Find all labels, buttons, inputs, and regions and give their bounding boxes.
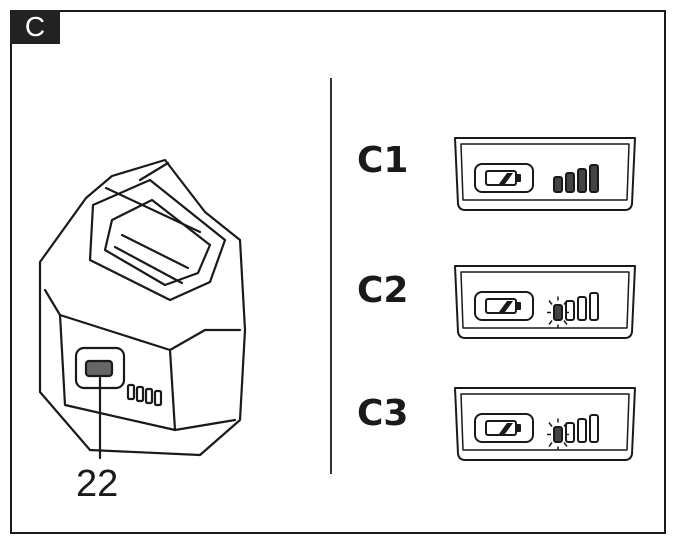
bar-c1-3 [577,168,587,193]
blink-ray-c3-1-0 [548,422,553,427]
panel-inner-c1 [460,143,630,201]
bar-c3-3 [577,418,587,443]
bar-c1-4 [589,164,599,193]
row-label-c3: C3 [357,393,409,434]
panel-c3 [454,387,636,461]
battery-button-c2 [474,291,534,321]
device-top-housing [88,178,227,302]
bar-c3-1 [553,426,563,443]
row-label-c2: C2 [357,270,409,311]
row-label-c1: C1 [357,140,409,181]
panel-c2 [454,265,636,339]
blink-ray-c2-1-0 [548,300,553,305]
device-body [38,158,247,457]
blink-ray-c3-1-2 [548,442,553,447]
bar-c1-2 [565,172,575,193]
figure-frame [10,10,666,534]
figure-badge: C [10,10,60,44]
bar-c3-2 [565,422,575,443]
bar-c2-1 [553,304,563,321]
callout-number-22: 22 [76,463,119,505]
battery-button-c3 [474,413,534,443]
divider-line [330,78,332,474]
blink-ray-c2-1-5 [563,320,568,325]
bar-c2-2 [565,300,575,321]
panel-c1 [454,137,636,211]
blink-ray-c3-1-5 [563,442,568,447]
battery-button-c1 [474,163,534,193]
panel-inner-c2 [460,271,630,329]
bar-c2-3 [577,296,587,321]
bar-c2-4 [589,292,599,321]
panel-inner-c3 [460,393,630,451]
bar-c3-4 [589,414,599,443]
bar-c1-1 [553,176,563,193]
blink-ray-c2-1-2 [548,320,553,325]
